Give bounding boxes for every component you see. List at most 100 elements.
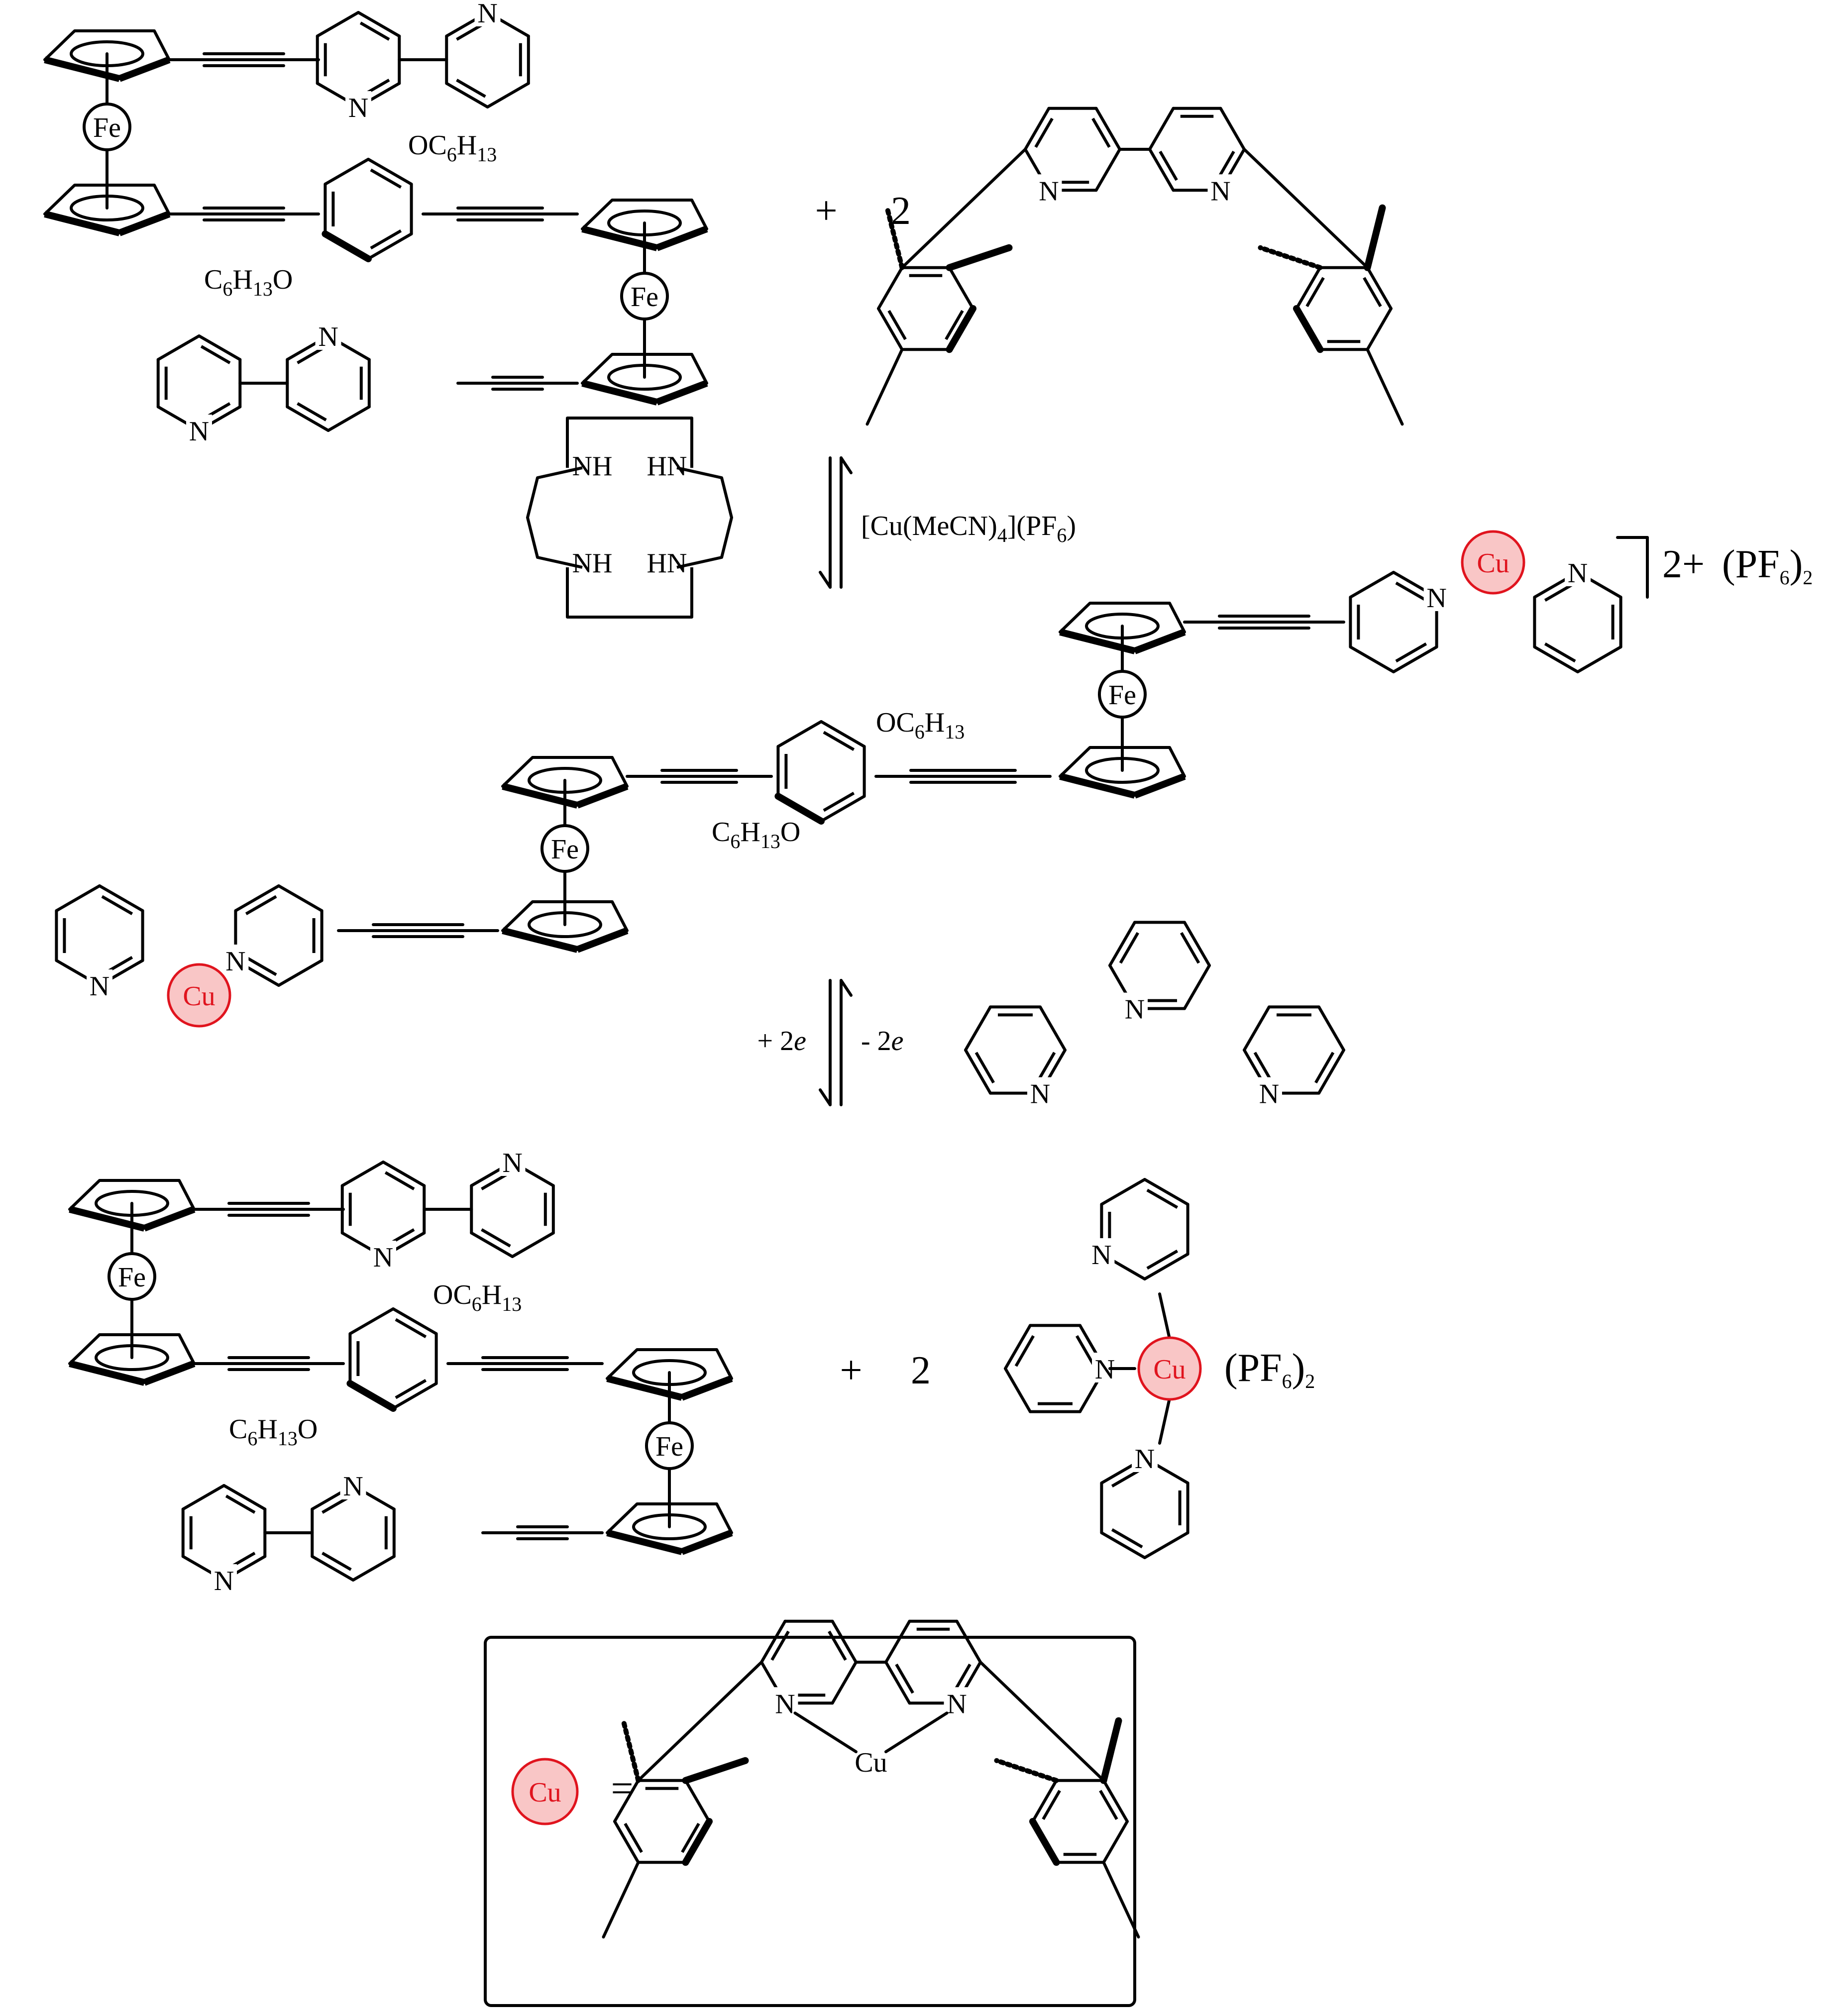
copper-complex-center-top [1461,530,1525,595]
terpyridine-ring-center: N [1108,921,1211,1025]
double-bond [359,21,390,41]
double-bond [225,1494,256,1514]
copper-complex-center-bottom [167,963,231,1028]
ring-bond [1143,1531,1189,1559]
iron-label: Fe [118,1262,146,1293]
cp-bold-edge [143,1360,196,1386]
atom-mask [772,1687,798,1717]
complex-ferrocene-2-fe [540,824,589,873]
legend-cu-dimesityl-bipyridine-mes-right [1029,1779,1129,1866]
double-bond [245,895,277,915]
ring-bond [1102,1820,1129,1864]
counterion-label: (PF6)2 [1722,542,1813,589]
cu-n-bond [1158,1397,1171,1445]
dimer-bottom-ferrocene-1-cp-bottom [68,1333,196,1386]
cyclam-bridge-bottom [566,567,693,619]
formula-part: (PF [1224,1346,1282,1390]
formula-part: [Cu(MeCN) [861,511,997,541]
complex-bipy-ring-2: N [1533,556,1622,673]
formula-part: C [712,817,730,848]
ring-bond [198,334,242,361]
subscript: 13 [502,1293,522,1315]
formula-part: ](PF [1007,511,1057,541]
methyl-bond [602,1861,640,1939]
atom-mask [944,1687,970,1717]
dimesityl-bipyridine-py-right: N [1148,106,1246,207]
ring-bond [774,793,825,825]
subscript: 13 [253,278,273,300]
methyl-wedge [1100,1717,1122,1784]
cp-bold-edge [680,1529,733,1555]
atom-mask [345,91,371,121]
ring-bond [392,1307,438,1335]
dimer-bottom-ferrocene-1-fe [108,1252,156,1301]
ring-bond [955,1619,982,1664]
double-bond [481,1228,511,1248]
ring-bond [884,1619,911,1664]
double-bond [770,1630,790,1661]
atom-mask [315,320,341,350]
subscript: 6 [1780,566,1790,589]
ring-bond [760,1619,787,1664]
double-bond [828,1630,847,1661]
ring-bond [367,232,413,260]
formula-part: H [257,1414,277,1445]
arrow-barb [840,456,853,474]
double-bond [395,1379,427,1399]
ring-bond [286,405,330,432]
ring-bond [311,1555,355,1582]
ring-bond [820,720,866,748]
double-bond [297,402,327,422]
dimesityl-bipyridine-py-left: N [1024,106,1121,207]
ring-bond [946,305,976,353]
double-bond [1363,277,1382,308]
ring-bond [613,1820,640,1864]
ring-bond [1576,645,1622,673]
subscript: 4 [997,524,1007,546]
subscript: 13 [278,1427,298,1450]
nitrogen-atom: N [1259,1079,1279,1110]
legend-copper-symbol [511,1758,579,1825]
hexyloxy-label: OC6H13 [876,707,965,743]
nitrogen-atom: N [1125,994,1145,1025]
ring-bond [316,11,360,38]
subscript: 13 [945,721,965,743]
ring-bond [326,405,371,432]
cyclam-right [676,466,733,569]
ring-bond [1031,1779,1058,1823]
double-bond [1146,1188,1179,1209]
double-bond [1180,932,1200,964]
legend-cu-dimesityl-bipyridine-py-right: N [884,1619,982,1719]
atom-mask [1207,174,1234,205]
dimer-top-bipy-1-ring-2: N [445,0,530,108]
cu-terpy-ring-bottom: N [1100,1442,1189,1559]
cp-bold-edge [118,211,171,236]
double-bond [1146,1250,1179,1270]
dimer-top-dialkoxy-benzene [322,158,413,262]
equals-sign: = [611,1767,633,1810]
dimesityl-bipyridine-mes-right [1293,266,1393,353]
copper-terpy-center [1137,1336,1202,1401]
dimer-top-bipy-1-ring-1: N [316,11,401,123]
cp-bold-edge [118,56,171,82]
ring-bond [831,1661,858,1705]
aryl-bond [1243,148,1369,269]
atom-mask [474,0,501,26]
atom-mask [211,1564,237,1594]
subscript: 6 [915,721,925,743]
cp-bold-edge [606,1529,683,1555]
nitrogen-atom: N [1030,1079,1050,1110]
methyl-bond [865,348,904,426]
ring-bond [877,266,904,310]
ring-bond [1243,1005,1271,1052]
ring-bond [884,1661,911,1705]
atom-mask [1122,992,1148,1023]
nitrogen-atom: N [373,1242,393,1273]
terpyridine-ring-right: N [1243,1005,1345,1110]
plus-sign: + [840,1349,862,1392]
iron-label: Fe [655,1431,683,1462]
double-bond [395,1318,427,1338]
methyl-wedge [682,1757,749,1784]
double-bond [384,1171,415,1190]
